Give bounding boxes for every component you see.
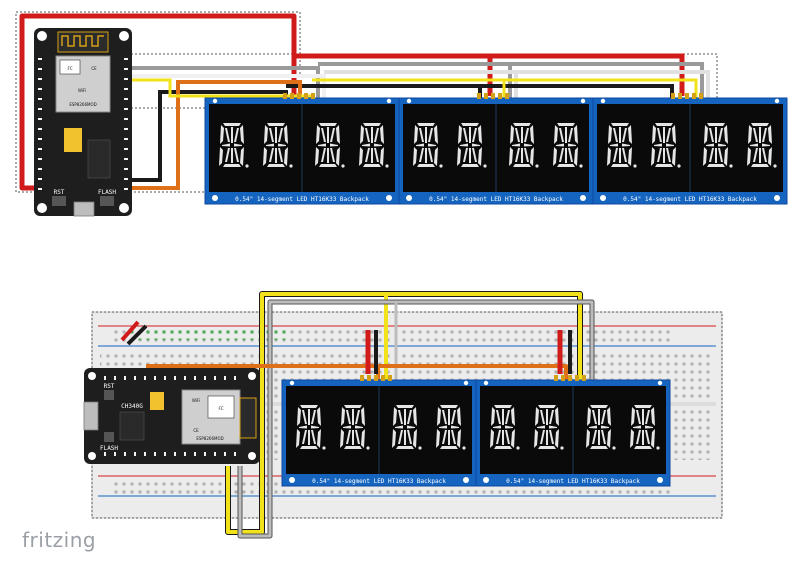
top-flash-label: FLASH (98, 189, 116, 196)
top-fc-logo-text: FC (67, 66, 72, 71)
bottom-esp-module-text: ESP8266MOD (196, 436, 223, 441)
top-wire-red-3 (490, 53, 685, 96)
top-wire-black-2 (286, 84, 482, 98)
top-wire-yellow-2 (312, 78, 506, 100)
top-display-2: 0.54" 14-segment LED HT16K33 Backpack (399, 93, 593, 204)
green-rail-highlight (130, 330, 290, 340)
top-nodemcu-board: WiFi FC CE ESP8266MOD RST FLASH (33, 27, 133, 217)
top-wire-gray-3 (510, 62, 704, 98)
top-wire-white-3 (516, 70, 710, 98)
bottom-fc-logo-text: FC (218, 406, 223, 411)
bottom-rst-label: RST (104, 383, 115, 390)
top-wire-orange (132, 80, 302, 190)
top-ce-logo-text: CE (91, 66, 97, 71)
top-esp-module-text: ESP8266MOD (69, 102, 96, 107)
bottom-ch340-text: CH340G (121, 403, 143, 410)
top-display-1-label: 0.54" 14-segment LED HT16K33 Backpack (235, 196, 369, 203)
top-wire-white (132, 74, 326, 98)
bottom-ce-logo-text: CE (193, 428, 199, 433)
top-display-3: 0.54" 14-segment LED HT16K33 Backpack (593, 93, 787, 204)
bottom-wifi-logo-text: WiFi (192, 398, 200, 403)
bottom-nodemcu-board: FC WiFi CE ESP8266MOD CH340G RST FLASH (83, 368, 260, 464)
bottom-wires (120, 291, 595, 539)
top-display-3-label: 0.54" 14-segment LED HT16K33 Backpack (623, 196, 757, 203)
bottom-circuit: FC WiFi CE ESP8266MOD CH340G RST FLASH 0… (83, 291, 723, 539)
top-wire-red (19, 13, 297, 191)
top-display-2-label: 0.54" 14-segment LED HT16K33 Backpack (429, 196, 563, 203)
bottom-display-2: 0.54" 14-segment LED HT16K33 Backpack (476, 375, 670, 486)
top-circuit: WiFi FC CE ESP8266MOD RST FLASH 0.54" 14… (15, 11, 787, 217)
top-wifi-logo-text: WiFi (78, 88, 86, 93)
bottom-flash-label: FLASH (100, 445, 118, 452)
bottom-display-2-label: 0.54" 14-segment LED HT16K33 Backpack (506, 478, 640, 485)
top-wire-yellow-3 (504, 78, 698, 100)
fritzing-logo: fritzing (22, 528, 97, 552)
top-display-1: 0.54" 14-segment LED HT16K33 Backpack (205, 93, 399, 204)
bottom-display-1-label: 0.54" 14-segment LED HT16K33 Backpack (312, 478, 446, 485)
bottom-display-1: 0.54" 14-segment LED HT16K33 Backpack (282, 375, 476, 486)
top-rst-label: RST (54, 189, 65, 196)
